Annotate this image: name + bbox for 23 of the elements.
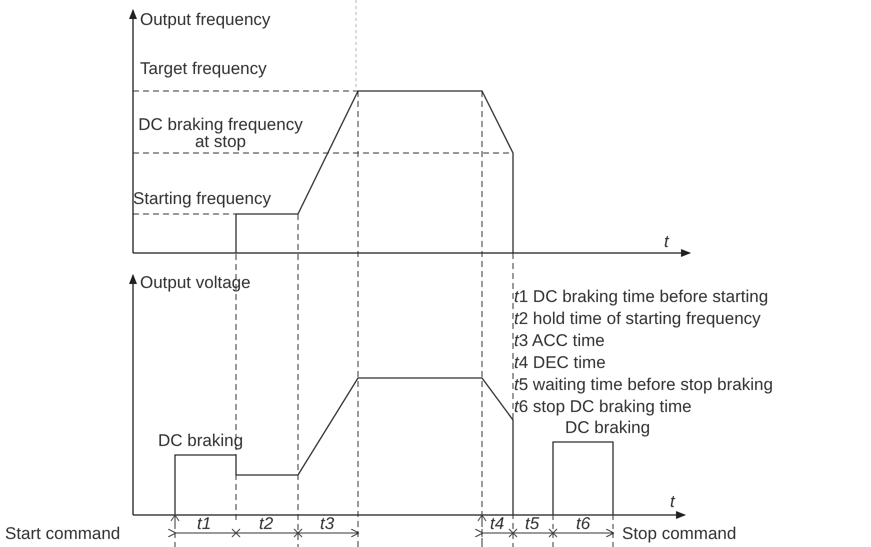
axis-label: Output frequency — [140, 10, 270, 30]
command-label: Stop command — [622, 524, 736, 544]
legend-text: t1 DC braking time before starting — [514, 287, 768, 307]
legend-text: t4 DEC time — [514, 353, 606, 373]
legend-text: t3 ACC time — [514, 331, 605, 351]
axis-label: t — [664, 232, 669, 252]
legend-text: t6 stop DC braking time — [514, 397, 692, 417]
signal-label: DC braking — [565, 418, 650, 438]
interval-label: t5 — [525, 516, 540, 532]
level-label: DC braking frequency at stop — [137, 116, 304, 150]
axis-label: t — [670, 492, 675, 512]
interval-label: t4 — [490, 516, 504, 532]
level-label: Target frequency — [140, 59, 267, 79]
interval-label: t3 — [320, 516, 334, 532]
level-label: Starting frequency — [133, 189, 271, 209]
interval-label: t1 — [197, 516, 212, 532]
axis-label: Output voltage — [140, 273, 251, 293]
legend-text: t5 waiting time before stop braking — [514, 375, 773, 395]
interval-label: t6 — [576, 516, 590, 532]
signal-label: DC braking — [158, 431, 244, 451]
command-label: Start command — [5, 524, 120, 544]
legend-text: t2 hold time of starting frequency — [514, 309, 761, 329]
interval-label: t2 — [259, 516, 274, 532]
